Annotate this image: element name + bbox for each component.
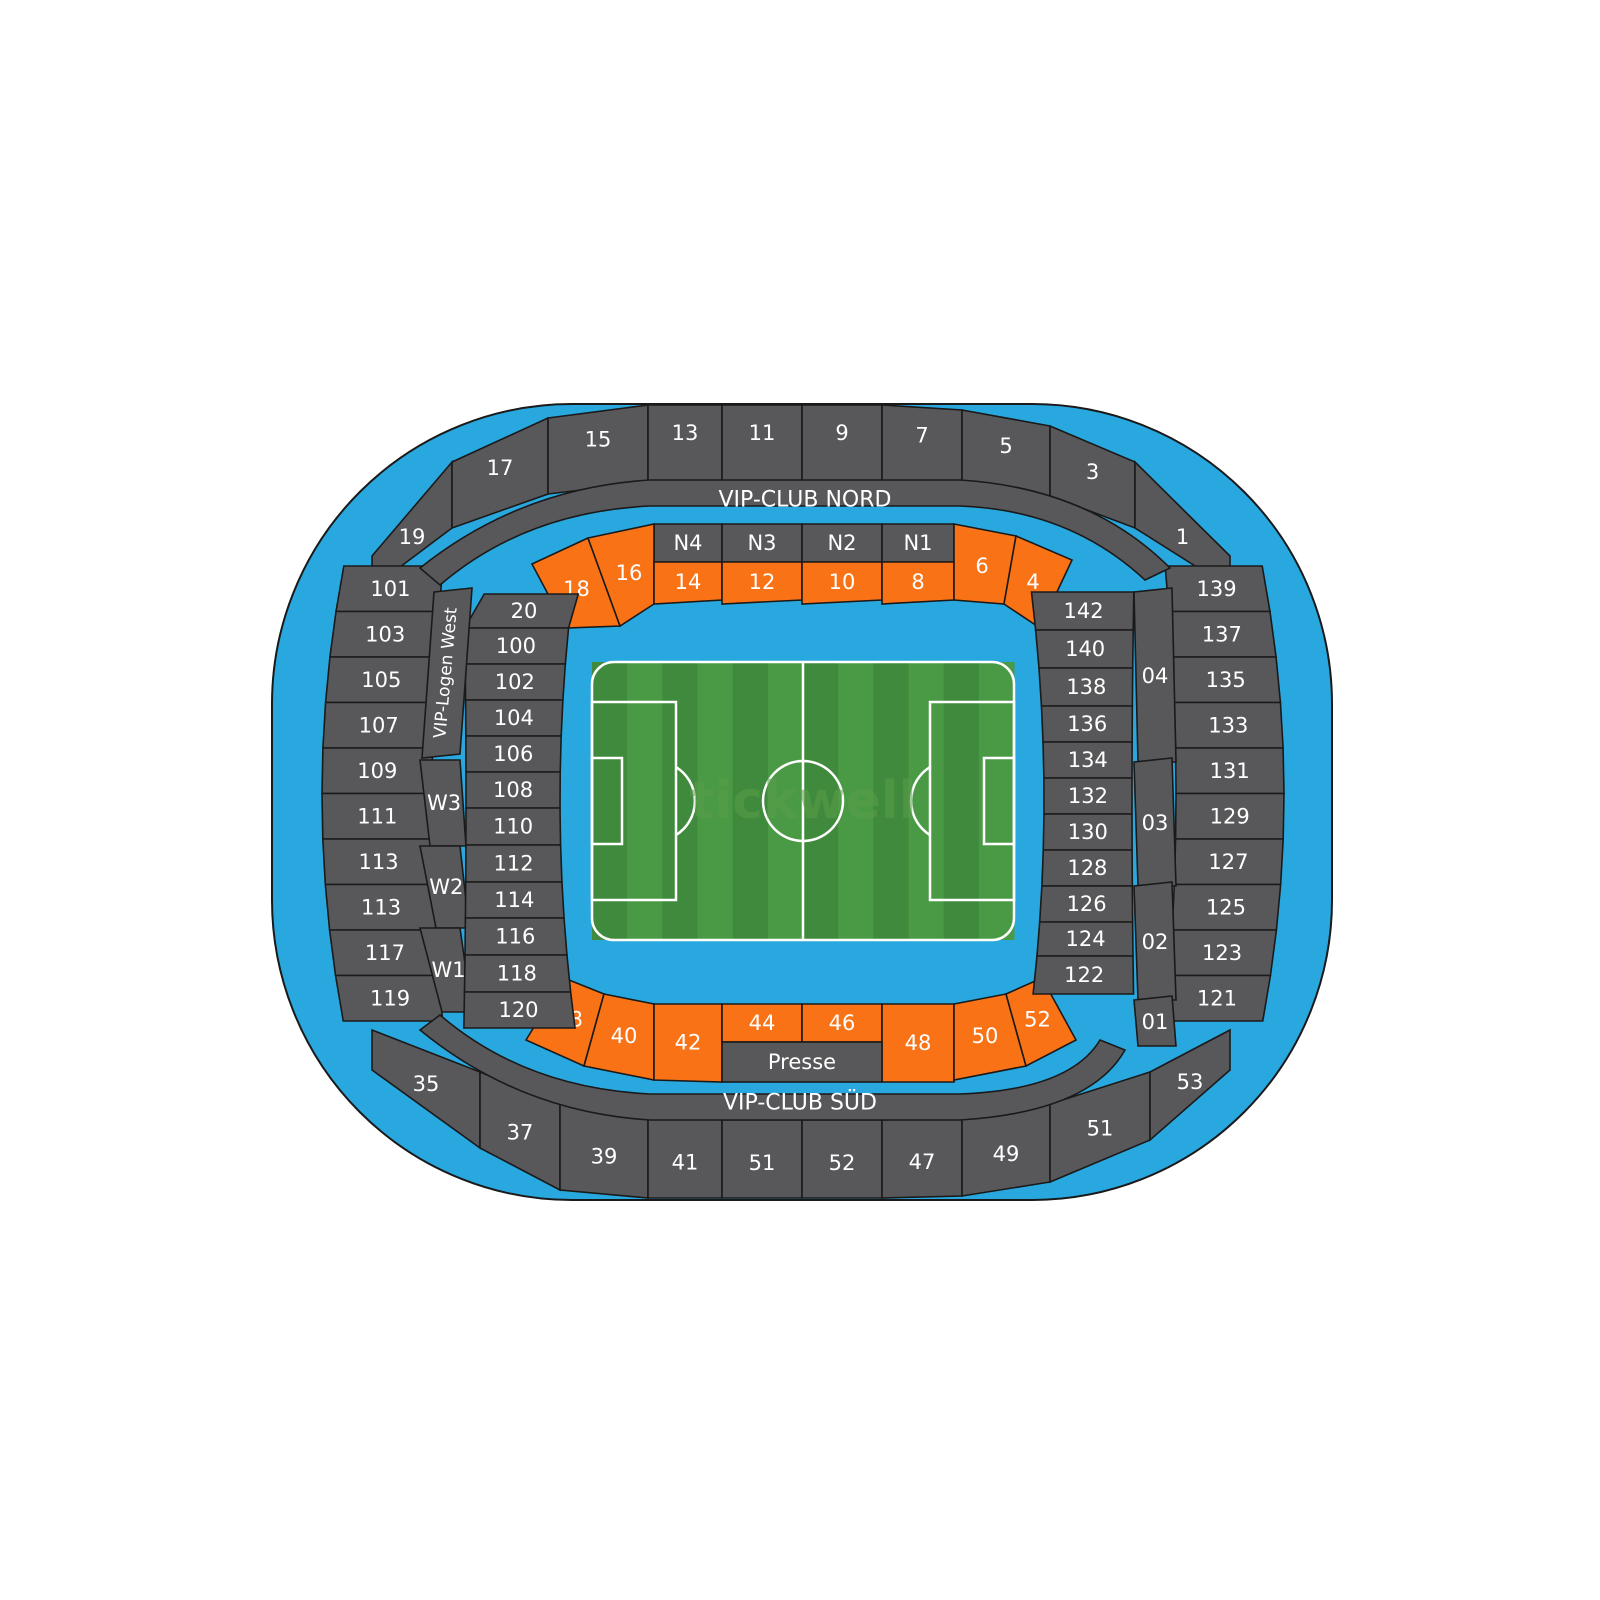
section-48[interactable]	[881, 1003, 955, 1083]
section-01[interactable]	[1133, 995, 1177, 1047]
section-51[interactable]	[721, 1119, 803, 1199]
section-20[interactable]	[463, 593, 580, 629]
section-109[interactable]	[321, 747, 434, 795]
section-136[interactable]	[1040, 705, 1134, 743]
section-9[interactable]	[801, 404, 883, 483]
section-133[interactable]	[1173, 701, 1284, 749]
section-129[interactable]	[1174, 792, 1285, 840]
section-14[interactable]	[653, 561, 723, 605]
section-113[interactable]	[321, 838, 435, 886]
section-10[interactable]	[801, 561, 883, 605]
left-goal-box	[590, 756, 624, 846]
vip-club-sued-band	[418, 1013, 1127, 1121]
section-04[interactable]	[1133, 587, 1177, 763]
vip-club-sued-label: VIP-CLUB SÜD	[723, 1090, 877, 1116]
section-137[interactable]	[1168, 610, 1277, 658]
section-42[interactable]	[653, 1003, 723, 1083]
section-122[interactable]	[1032, 955, 1135, 995]
section-139[interactable]	[1164, 565, 1271, 613]
section-131[interactable]	[1174, 747, 1285, 795]
section-n4[interactable]	[653, 523, 723, 563]
section-03[interactable]	[1133, 757, 1177, 887]
section-44[interactable]	[721, 1003, 803, 1043]
pitch-stripe	[627, 662, 663, 940]
section-12[interactable]	[721, 561, 803, 605]
section-41[interactable]	[647, 1117, 723, 1199]
section-135[interactable]	[1171, 656, 1282, 704]
section-n3[interactable]	[721, 523, 803, 563]
section-132[interactable]	[1043, 777, 1133, 815]
section-113[interactable]	[324, 883, 437, 931]
section-n1[interactable]	[881, 523, 955, 563]
presse-section[interactable]	[721, 1041, 883, 1083]
pitch-stripe	[803, 662, 839, 940]
football-pitch: tickwell	[590, 660, 1016, 942]
vip-club-nord-band	[418, 479, 1172, 587]
pitch-stripe	[943, 662, 980, 940]
section-111[interactable]	[321, 792, 434, 840]
section-104[interactable]	[464, 699, 564, 737]
section-53[interactable]	[1149, 1028, 1231, 1142]
section-121[interactable]	[1164, 974, 1272, 1022]
section-125[interactable]	[1171, 883, 1282, 931]
section-123[interactable]	[1168, 929, 1278, 977]
pitch-stripe	[873, 662, 909, 940]
section-n2[interactable]	[801, 523, 883, 563]
section-106[interactable]	[465, 735, 563, 773]
section-11[interactable]	[721, 404, 803, 483]
center-circle	[761, 759, 845, 843]
pitch-stripe	[662, 662, 698, 940]
section-52[interactable]	[1005, 976, 1078, 1068]
section-128[interactable]	[1041, 849, 1134, 887]
section-110[interactable]	[465, 807, 562, 846]
section-130[interactable]	[1042, 813, 1133, 851]
section-105[interactable]	[324, 656, 437, 704]
section-126[interactable]	[1038, 885, 1134, 923]
section-47[interactable]	[881, 1117, 963, 1199]
section-7[interactable]	[881, 404, 963, 485]
right-penalty-arc	[909, 765, 931, 837]
pitch-stripe	[767, 662, 804, 940]
section-134[interactable]	[1042, 741, 1133, 779]
section-112[interactable]	[464, 844, 563, 883]
section-13[interactable]	[647, 404, 723, 483]
section-114[interactable]	[464, 881, 565, 919]
vip-club-nord-label: VIP-CLUB NORD	[719, 488, 892, 513]
section-118[interactable]	[463, 954, 572, 993]
section-108[interactable]	[465, 771, 562, 809]
section-119[interactable]	[334, 974, 444, 1022]
vip-logen-west-section[interactable]	[421, 587, 473, 759]
section-102[interactable]	[464, 663, 567, 701]
section-103[interactable]	[329, 610, 440, 658]
section-02[interactable]	[1133, 881, 1177, 1001]
section-138[interactable]	[1038, 667, 1134, 707]
pitch-stripe	[697, 662, 734, 940]
section-46[interactable]	[801, 1003, 883, 1043]
pitch-stripe	[908, 662, 945, 940]
section-124[interactable]	[1036, 921, 1134, 957]
right-goal-box	[982, 756, 1016, 846]
section-120[interactable]	[463, 991, 576, 1029]
section-100[interactable]	[463, 627, 570, 665]
section-140[interactable]	[1034, 629, 1134, 669]
section-8[interactable]	[881, 561, 955, 605]
watermark-logo: tickwell	[689, 771, 916, 831]
section-127[interactable]	[1173, 838, 1285, 886]
section-116[interactable]	[464, 917, 568, 956]
section-107[interactable]	[322, 701, 435, 749]
left-penalty-arc	[675, 765, 697, 837]
east-inner-ring: 1421401381361341321301281261241220403020…	[1030, 587, 1177, 1047]
section-142[interactable]	[1030, 591, 1135, 631]
section-52[interactable]	[801, 1119, 883, 1199]
